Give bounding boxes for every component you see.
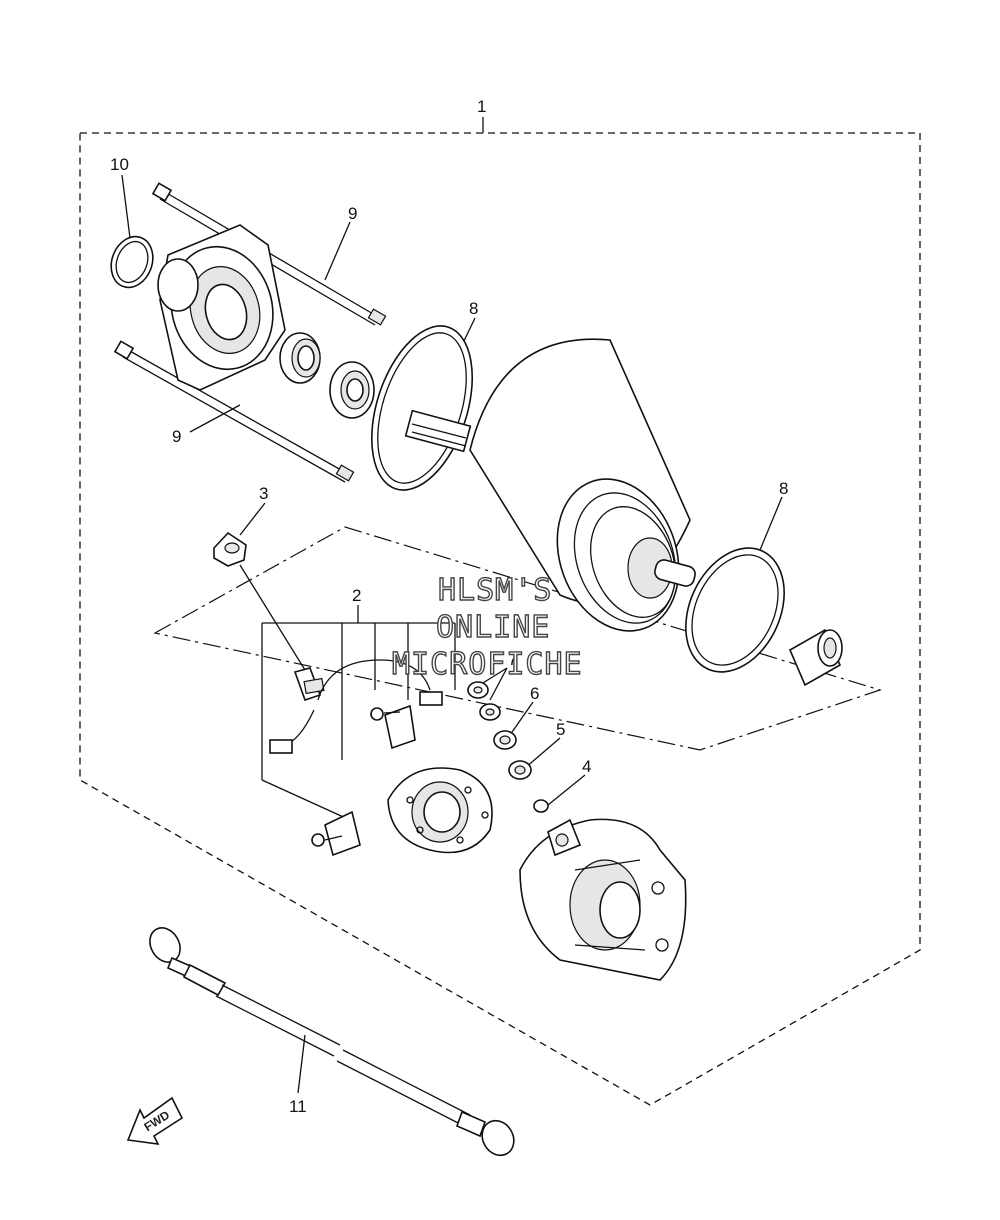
- bushing: [788, 628, 843, 687]
- callout-6: 6: [530, 684, 539, 703]
- callout-3: 3: [259, 484, 268, 503]
- callout-8-lower: 8: [779, 479, 788, 498]
- watermark: HLSM'S ONLINE MICROFICHE: [391, 572, 583, 682]
- callout-labels: 1 2 3 4 5 6 7 8 8 9 9 10 11: [110, 97, 788, 1116]
- terminal-bolt-part-3: [213, 531, 247, 567]
- starter-cable-part-11: [149, 927, 515, 1157]
- brush-holder-part-2: [269, 659, 443, 857]
- washer-part-5: [508, 760, 532, 780]
- yoke-housing: [469, 338, 696, 632]
- o-ring-part-4: [533, 799, 549, 813]
- brush-plate: [387, 767, 493, 854]
- callout-11: 11: [289, 1097, 307, 1116]
- callout-4: 4: [582, 757, 591, 776]
- through-bolt-lower: [113, 340, 355, 483]
- callout-8-upper: 8: [469, 299, 478, 318]
- callout-9-upper: 9: [348, 204, 357, 223]
- callout-10: 10: [110, 155, 129, 174]
- front-cover: [157, 224, 286, 391]
- o-ring-part-8-upper: [370, 325, 474, 491]
- nut-part-7: [467, 681, 501, 721]
- callout-9-lower: 9: [172, 427, 181, 446]
- callout-7: 7: [508, 650, 517, 669]
- o-ring-part-8-lower: [685, 547, 785, 673]
- reference-plane: [153, 526, 882, 751]
- o-ring-inner-edge: [691, 554, 779, 666]
- oil-seal: [329, 361, 375, 419]
- armature-shaft: [404, 409, 472, 453]
- washer-part-6: [493, 730, 517, 750]
- o-ring-inner-edge: [115, 240, 149, 284]
- o-ring-part-10: [110, 235, 154, 289]
- assembly-boundary: [79, 132, 921, 1106]
- callout-2: 2: [352, 586, 361, 605]
- callout-1: 1: [477, 97, 486, 116]
- watermark-line-2: ONLINE: [436, 610, 550, 645]
- rear-cover: [519, 818, 687, 981]
- watermark-line-1: HLSM'S: [438, 573, 552, 608]
- callout-5: 5: [556, 720, 565, 739]
- forward-direction-icon: FWD: [126, 1096, 184, 1145]
- watermark-line-3: MICROFICHE: [392, 647, 583, 682]
- o-ring-inner-edge: [377, 332, 467, 484]
- bearing: [279, 332, 321, 384]
